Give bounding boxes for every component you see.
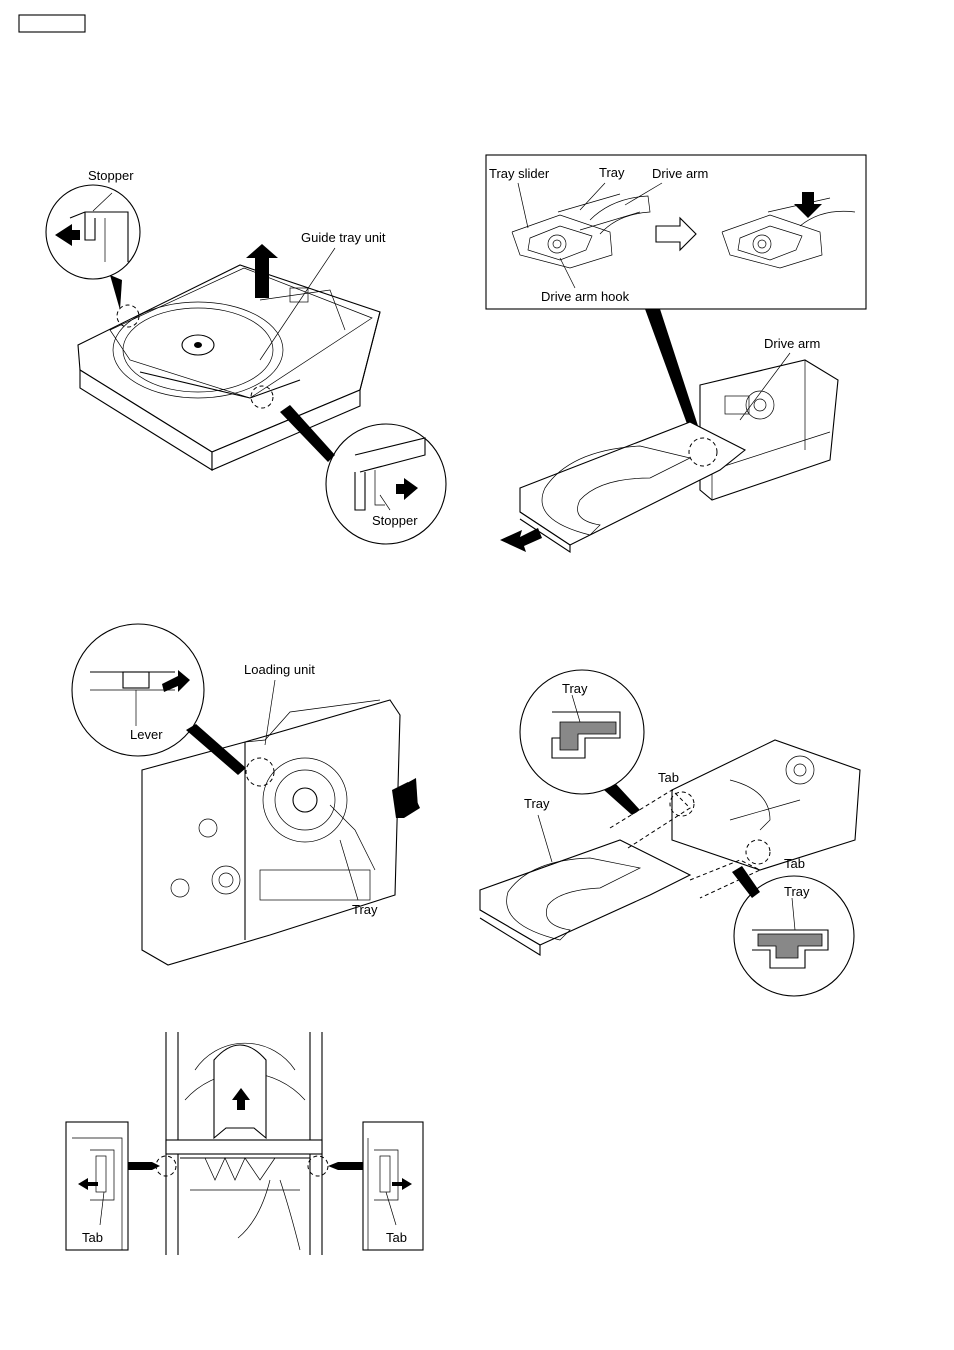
tray-callout-top-label: Tray [562, 681, 588, 696]
lever-label: Lever [130, 727, 163, 742]
figure-top-view-tabs: Tab Tab [66, 1032, 423, 1255]
drive-arm-hook-label: Drive arm hook [541, 289, 630, 304]
drive-arm-label: Drive arm [764, 336, 820, 351]
tab-right-label: Tab [784, 856, 805, 871]
stopper-label-top: Stopper [88, 168, 134, 183]
tray-main-label: Tray [524, 796, 550, 811]
figure-guide-tray-removal: Stopper Stopper Guide tray unit [46, 168, 446, 544]
tab-right-label-fig5: Tab [386, 1230, 407, 1245]
inset-tray-label: Tray [599, 165, 625, 180]
tray-label-fig3: Tray [352, 902, 378, 917]
tab-left-label: Tab [82, 1230, 103, 1245]
tray-callout-bottom-label: Tray [784, 884, 810, 899]
figure-drive-arm: Tray slider Tray Drive arm Drive arm hoo… [486, 155, 866, 552]
guide-tray-unit-label: Guide tray unit [301, 230, 386, 245]
figure-loading-unit: Lever Loading unit Tray [72, 624, 420, 965]
tray-slider-label: Tray slider [489, 166, 550, 181]
header-tag-box [19, 15, 85, 32]
loading-unit-label: Loading unit [244, 662, 315, 677]
stopper-label-bottom: Stopper [372, 513, 418, 528]
inset-drive-arm-label: Drive arm [652, 166, 708, 181]
pull-out-arrow-icon [500, 528, 542, 552]
figure-tray-tabs: Tray Tray Tab Tray Tab [480, 670, 860, 996]
tab-top-label: Tab [658, 770, 679, 785]
